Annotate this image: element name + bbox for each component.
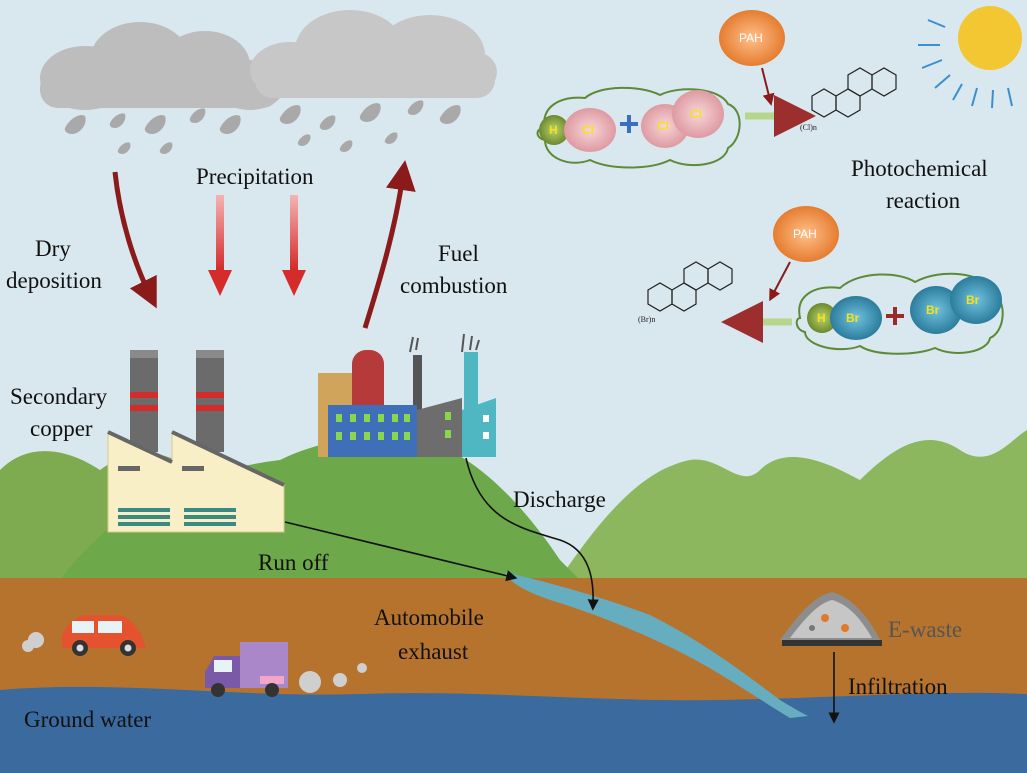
e-waste-pile-icon: [780, 592, 882, 646]
photochemical-line2: reaction: [886, 188, 961, 213]
sun-icon: [918, 6, 1022, 109]
bromine-reaction: [647, 206, 1004, 355]
ground-water-label: Ground water: [24, 707, 151, 732]
cl-reactant-cloud: [536, 86, 741, 169]
pah-sphere-br: [773, 206, 839, 262]
chlorine-reaction: [536, 10, 897, 169]
br-product-subscript: (Br)n: [638, 315, 655, 324]
raindrops: [64, 100, 461, 154]
dry-deposition-line2: deposition: [6, 268, 102, 293]
br-atom-2: Br: [926, 303, 940, 317]
fuel-combustion-label: Fuel combustion: [400, 241, 508, 298]
factory-hill: [60, 436, 580, 580]
truck-icon: [205, 642, 367, 697]
cl-atom-2: Cl: [657, 119, 669, 133]
cl-product-subscript: (Cl)n: [800, 123, 817, 132]
br-atom-h: H: [817, 311, 826, 325]
infiltration-label: Infiltration: [848, 674, 948, 699]
river: [505, 572, 808, 718]
background-hills: [560, 430, 1027, 580]
cl-atom-h: H: [549, 123, 558, 137]
photochemical-reaction-label: Photochemical reaction: [851, 156, 993, 213]
secondary-copper-line1: Secondary: [10, 384, 108, 409]
discharge-arrow: [465, 457, 599, 611]
pah-label-br: PAH: [793, 227, 817, 241]
groundwater-layer: [0, 686, 1027, 773]
brominated-pah-molecule-icon: [647, 261, 733, 312]
fuel-combustion-arrow: [362, 160, 416, 329]
precipitation-arrows: [208, 195, 306, 296]
precipitation-label: Precipitation: [196, 164, 314, 189]
fuel-combustion-line2: combustion: [400, 273, 508, 298]
br-reactant-cloud: [795, 272, 1004, 355]
cloud-right: [250, 10, 497, 98]
run-off-arrow: [284, 521, 518, 582]
cl-atom-3: Cl: [690, 107, 702, 121]
fuel-combustion-line1: Fuel: [438, 241, 479, 266]
br-atom-1: Br: [846, 311, 860, 325]
br-atom-3: Br: [966, 293, 980, 307]
combustion-factory: [318, 333, 496, 457]
discharge-label: Discharge: [513, 487, 606, 512]
pah-sphere-cl: [719, 10, 785, 66]
dry-deposition-arrow: [112, 171, 157, 309]
dry-deposition-line1: Dry: [35, 236, 71, 261]
photochemical-line1: Photochemical: [851, 156, 988, 181]
cloud-left: [40, 22, 285, 110]
run-off-label: Run off: [258, 550, 329, 575]
chlorinated-pah-molecule-icon: [811, 67, 897, 118]
dry-deposition-label: Dry deposition: [6, 236, 102, 293]
secondary-copper-plant: [107, 350, 285, 533]
pah-label-cl: PAH: [739, 31, 763, 45]
automobile-exhaust-line1: Automobile: [374, 605, 484, 630]
e-waste-label: E-waste: [888, 617, 962, 642]
automobile-exhaust-line2: exhaust: [398, 639, 469, 664]
automobile-exhaust-label: Automobile exhaust: [374, 605, 490, 664]
car-icon: [22, 615, 146, 656]
cl-atom-1: Cl: [582, 123, 594, 137]
secondary-copper-line2: copper: [30, 416, 93, 441]
secondary-copper-label: Secondary copper: [10, 384, 113, 441]
